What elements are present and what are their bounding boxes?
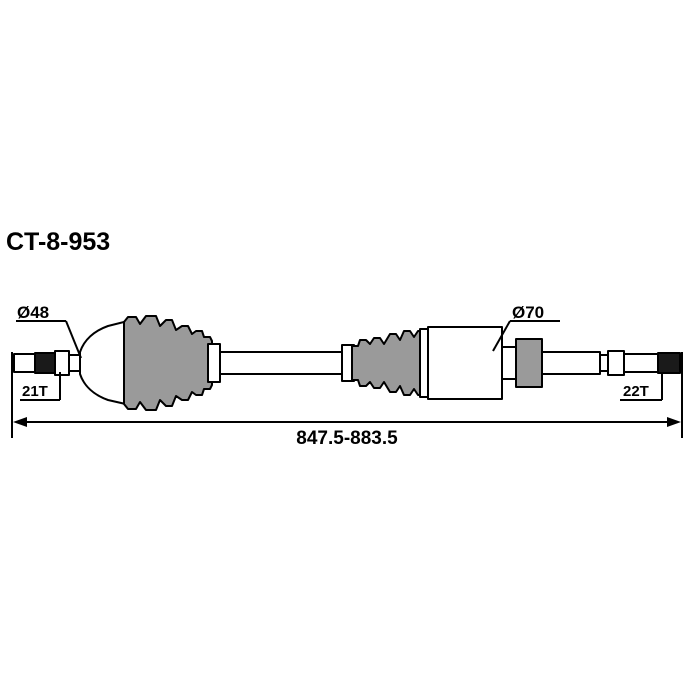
outer-diameter-callout: Ø48 (16, 303, 82, 359)
outer-cv-housing (79, 320, 131, 406)
part-number-title: CT-8-953 (6, 228, 110, 256)
outer-stub-shaft (13, 353, 37, 373)
outer-collar (54, 350, 70, 376)
drive-shaft (13, 315, 681, 411)
inner-stub-step (599, 354, 609, 372)
inner-spline-label: 22T (623, 383, 649, 400)
inner-diameter-callout: Ø70 (492, 303, 560, 352)
intermediate-shaft (219, 351, 343, 375)
inner-end-shaft (623, 353, 659, 373)
overall-length-label: 847.5-883.5 (296, 428, 398, 449)
inner-boot (351, 330, 423, 396)
right-arrowhead (667, 417, 681, 427)
inner-boot-collar (419, 328, 429, 398)
outer-spline (34, 352, 56, 374)
inner-flange (515, 338, 543, 388)
outer-boot (123, 315, 213, 411)
inner-diameter-label: Ø70 (512, 303, 544, 322)
left-arrowhead (13, 417, 27, 427)
inner-stub-shaft (541, 351, 601, 375)
inner-neck (501, 346, 517, 380)
inner-spline-callout: 22T (620, 372, 663, 401)
outer-spline-label: 21T (22, 383, 48, 400)
outer-boot-clamp (207, 343, 221, 383)
outer-diameter-label: Ø48 (17, 303, 49, 322)
outer-spline-callout: 21T (20, 372, 61, 401)
overall-length-dimension: 847.5-883.5 (11, 352, 683, 449)
inner-spline (657, 352, 681, 374)
inner-cv-housing (427, 326, 503, 400)
inner-collar (607, 350, 625, 376)
